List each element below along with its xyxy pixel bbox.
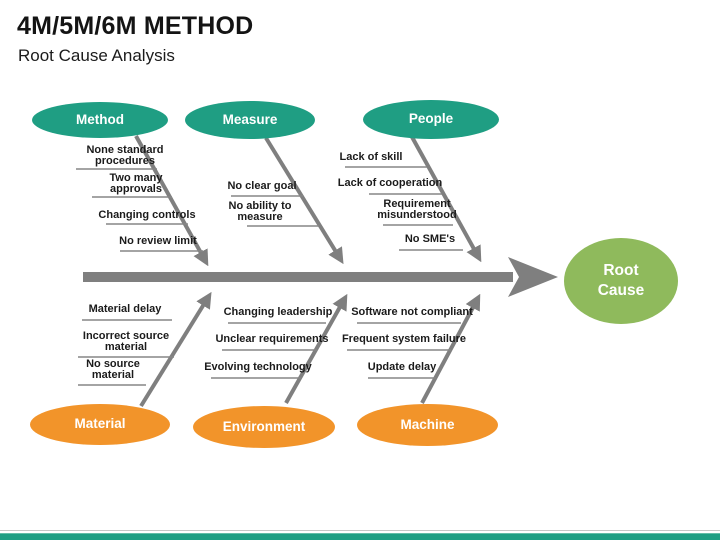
footer-hairline <box>0 530 720 531</box>
category-label: People <box>408 111 454 127</box>
cause-label: Lack of cooperation <box>337 177 443 189</box>
cause-label: None standard procedures <box>86 144 164 167</box>
cause-label: Changing controls <box>98 209 196 221</box>
cause-label: No SME's <box>404 233 456 245</box>
cause-label: Frequent system failure <box>341 333 467 345</box>
cause-label: Incorrect source material <box>82 330 170 353</box>
cause-label: No review limit <box>119 235 197 247</box>
page-title: 4M/5M/6M METHOD <box>17 12 254 40</box>
category-oval-method: Method <box>32 102 168 138</box>
branch-line-people <box>410 136 482 263</box>
cause-label: No source material <box>86 358 140 381</box>
category-oval-material: Material <box>30 404 170 445</box>
cause-label: No ability to measure <box>228 200 292 223</box>
page-subtitle: Root Cause Analysis <box>18 46 175 65</box>
category-label: Method <box>76 111 124 127</box>
cause-label: Changing leadership <box>223 306 333 318</box>
category-label: Environment <box>222 418 306 434</box>
category-oval-machine: Machine <box>357 404 498 446</box>
category-oval-measure: Measure <box>185 101 315 139</box>
cause-label: Requirement misunderstood <box>377 198 457 221</box>
branch-line-method <box>134 135 209 267</box>
cause-label: Lack of skill <box>339 151 403 163</box>
cause-label: Material delay <box>88 303 162 315</box>
category-label: Machine <box>400 416 455 432</box>
effect-oval-root-cause: Root Cause <box>564 238 678 324</box>
category-oval-environment: Environment <box>193 406 335 448</box>
category-label: Measure <box>222 111 278 127</box>
cause-label: Unclear requirements <box>215 333 329 345</box>
branch-lines <box>134 135 482 408</box>
cause-label: Software not compliant <box>351 306 473 318</box>
category-oval-people: People <box>363 100 499 139</box>
cause-label: No clear goal <box>227 180 297 192</box>
footer-accent-bar <box>0 533 720 540</box>
branch-line-material <box>139 291 212 408</box>
cause-label: Evolving technology <box>204 361 312 373</box>
spine-arrow <box>83 257 558 297</box>
cause-label: Update delay <box>367 361 437 373</box>
cause-label: Two many approvals <box>109 172 163 195</box>
effect-label: Root Cause <box>597 261 645 299</box>
branch-line-measure <box>264 136 344 265</box>
cause-underlines <box>76 166 463 386</box>
category-label: Material <box>74 416 126 432</box>
